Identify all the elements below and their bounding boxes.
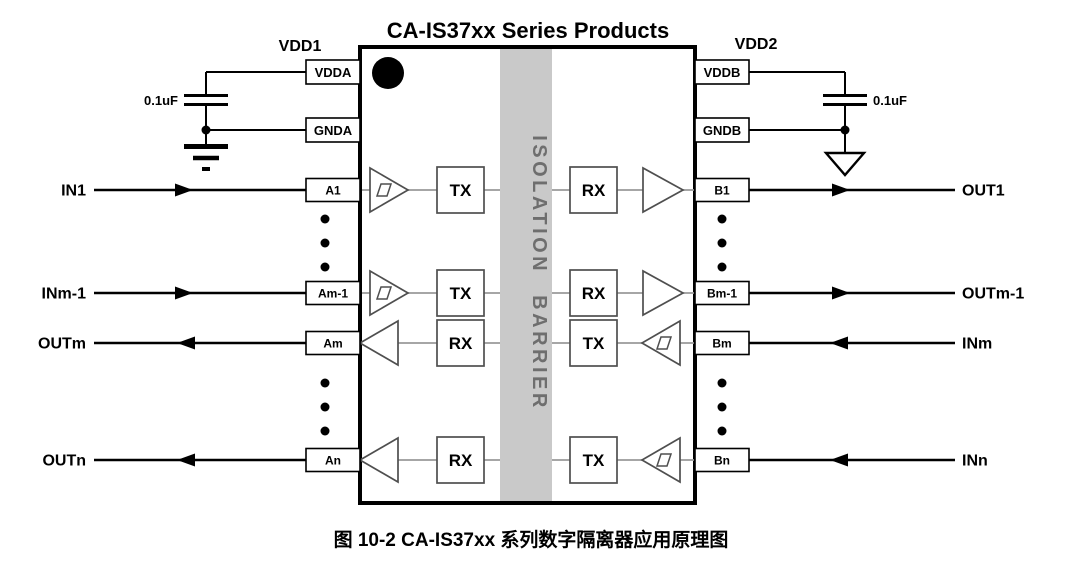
pin-vddb: VDDB [694,59,750,85]
rx-block [569,269,618,317]
pin-bm: Bm [694,330,750,356]
pin-gndb: GNDB [694,117,750,143]
pin-label: VDDA [315,65,352,80]
pin-bm-1: Bm-1 [694,280,750,306]
signal-direction-arrow [177,336,195,350]
pin-label: An [325,454,341,468]
channel-1-internal: TX RX [369,166,685,214]
left-signal-label: OUTm [38,336,86,353]
signal-direction-arrow [830,336,848,350]
isolation-barrier-label: ISOLATION BARRIER [528,135,550,411]
pin-b1: B1 [694,177,750,203]
pin-label: B1 [714,184,730,198]
pin-bn: Bn [694,447,750,473]
pin-vdda: VDDA [305,59,361,85]
buffer-icon [358,319,399,367]
pin-label: VDDB [704,65,741,80]
pin-a1: A1 [305,177,361,203]
signal-direction-arrow [175,286,193,300]
pin-am: Am [305,330,361,356]
left-signal-label: IN1 [61,183,86,200]
tx-block [436,269,485,317]
pin-label: A1 [325,184,341,198]
left-supply-circuit: VDD1 0.1uF [144,38,322,171]
left-rail-label: VDD1 [279,38,322,55]
schematic-title: CA-IS37xx Series Products [387,18,669,43]
pin-label: Bn [714,454,730,468]
channel-row-1: IN1 OUT1 [61,183,1005,200]
right-signal-label: OUTm-1 [962,286,1024,303]
rx-block-label: RX [449,451,473,470]
right-signal-label: INn [962,453,988,470]
left-pin-boxes: VDDA GNDA A1 Am-1 Am An [305,59,361,473]
isolation-barrier-strip [500,49,552,501]
pin-label: GNDA [314,123,353,138]
rx-block [436,436,485,484]
tx-block-label: TX [583,451,605,470]
figure-caption: 图 10-2 CA-IS37xx 系列数字隔离器应用原理图 [334,528,729,551]
signal-direction-arrow [177,453,195,467]
tx-block [569,319,618,367]
rx-block [569,166,618,214]
tx-block-label: TX [583,334,605,353]
channel-2-internal: TX RX [369,269,685,317]
schmitt-buffer-icon [640,436,681,484]
isolation-barrier: ISOLATION BARRIER [500,49,552,501]
channel-row-3: OUTm INm [38,336,992,353]
signal-direction-arrow [830,453,848,467]
left-signal-label: OUTn [42,453,86,470]
left-cap-value: 0.1uF [144,93,178,108]
channel-ellipsis-dots [320,214,727,436]
rx-block-label: RX [582,284,606,303]
left-signal-label: INm-1 [42,286,87,303]
pin-gnda: GNDA [305,117,361,143]
buffer-icon [642,269,685,317]
tx-block-label: TX [450,284,472,303]
channel-row-4: OUTn INn [42,453,987,470]
tx-block [569,436,618,484]
hysteresis-glyph [655,453,673,467]
pin-label: Am [323,337,342,351]
pin-am-1: Am-1 [305,280,361,306]
tx-block [436,166,485,214]
channel-row-2: INm-1 OUTm-1 [42,286,1025,303]
buffer-icon [642,166,685,214]
right-signal-label: OUT1 [962,183,1005,200]
pin1-marker-dot [372,57,404,89]
right-pin-boxes: VDDB GNDB B1 Bm-1 Bm Bn [694,59,750,473]
signal-direction-arrow [832,286,850,300]
chassis-ground-icon [823,151,867,177]
pin-an: An [305,447,361,473]
right-cap-value: 0.1uF [873,93,907,108]
rx-block-label: RX [582,181,606,200]
pin-label: Bm-1 [707,287,737,301]
buffer-icon [358,436,399,484]
capacitor-icon [184,94,228,106]
pin-label: Bm [712,337,731,351]
right-rail-label: VDD2 [735,36,778,53]
hysteresis-glyph [375,286,393,300]
earth-ground-icon [184,144,228,171]
schmitt-buffer-icon [640,319,681,367]
pin-label: GNDB [703,123,741,138]
right-signal-label: INm [962,336,992,353]
signal-direction-arrow [832,183,850,197]
capacitor-icon [823,94,867,106]
tx-block-label: TX [450,181,472,200]
channel-4-internal: RX TX [358,436,681,484]
channel-3-internal: RX TX [358,319,681,367]
rx-block [436,319,485,367]
hysteresis-glyph [375,183,393,197]
signal-direction-arrow [175,183,193,197]
rx-block-label: RX [449,334,473,353]
right-supply-circuit: VDD2 0.1uF [735,36,907,177]
pin-label: Am-1 [318,287,348,301]
hysteresis-glyph [655,336,673,350]
